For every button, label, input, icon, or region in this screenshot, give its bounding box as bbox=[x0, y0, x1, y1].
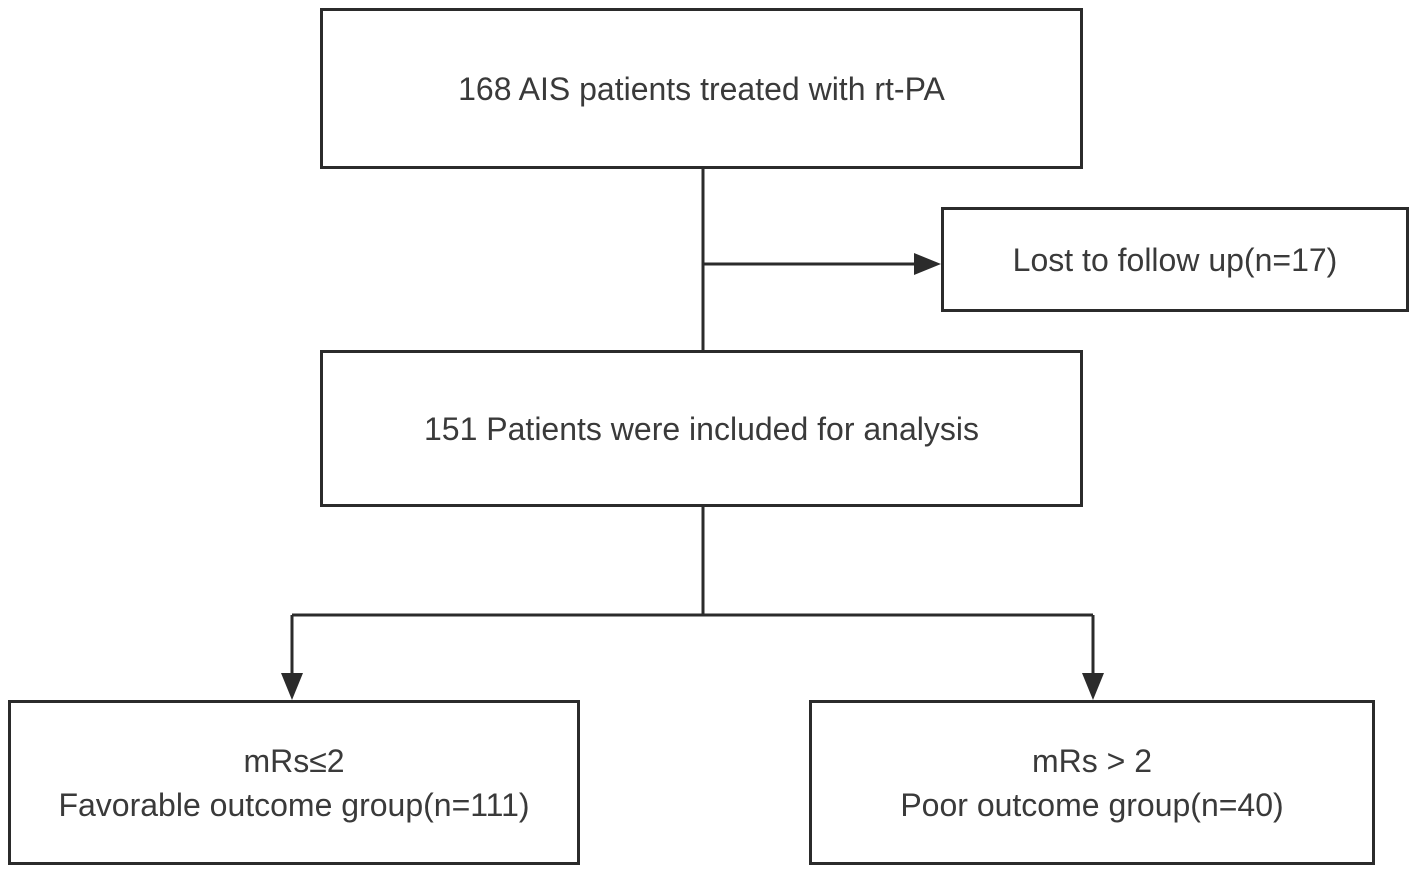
node-favorable-outcome-label: Favorable outcome group(n=111) bbox=[58, 786, 530, 823]
arrowhead-favorable bbox=[281, 673, 303, 700]
node-poor-outcome: mRs > 2 Poor outcome group(n=40) bbox=[809, 700, 1375, 865]
node-ais-patients-label: 168 AIS patients treated with rt-PA bbox=[458, 70, 945, 107]
node-lost-to-follow-up: Lost to follow up(n=17) bbox=[941, 207, 1409, 312]
arrowhead-lost bbox=[914, 253, 941, 275]
node-poor-outcome-criterion: mRs > 2 bbox=[1031, 742, 1153, 779]
node-poor-outcome-label: Poor outcome group(n=40) bbox=[900, 786, 1284, 823]
arrowhead-poor bbox=[1082, 673, 1104, 700]
node-lost-to-follow-up-label: Lost to follow up(n=17) bbox=[1012, 241, 1338, 278]
node-favorable-outcome: mRs≤2 Favorable outcome group(n=111) bbox=[8, 700, 580, 865]
node-ais-patients: 168 AIS patients treated with rt-PA bbox=[320, 8, 1083, 169]
node-included-for-analysis: 151 Patients were included for analysis bbox=[320, 350, 1083, 507]
node-included-for-analysis-label: 151 Patients were included for analysis bbox=[424, 410, 979, 447]
node-favorable-outcome-criterion: mRs≤2 bbox=[243, 742, 345, 779]
